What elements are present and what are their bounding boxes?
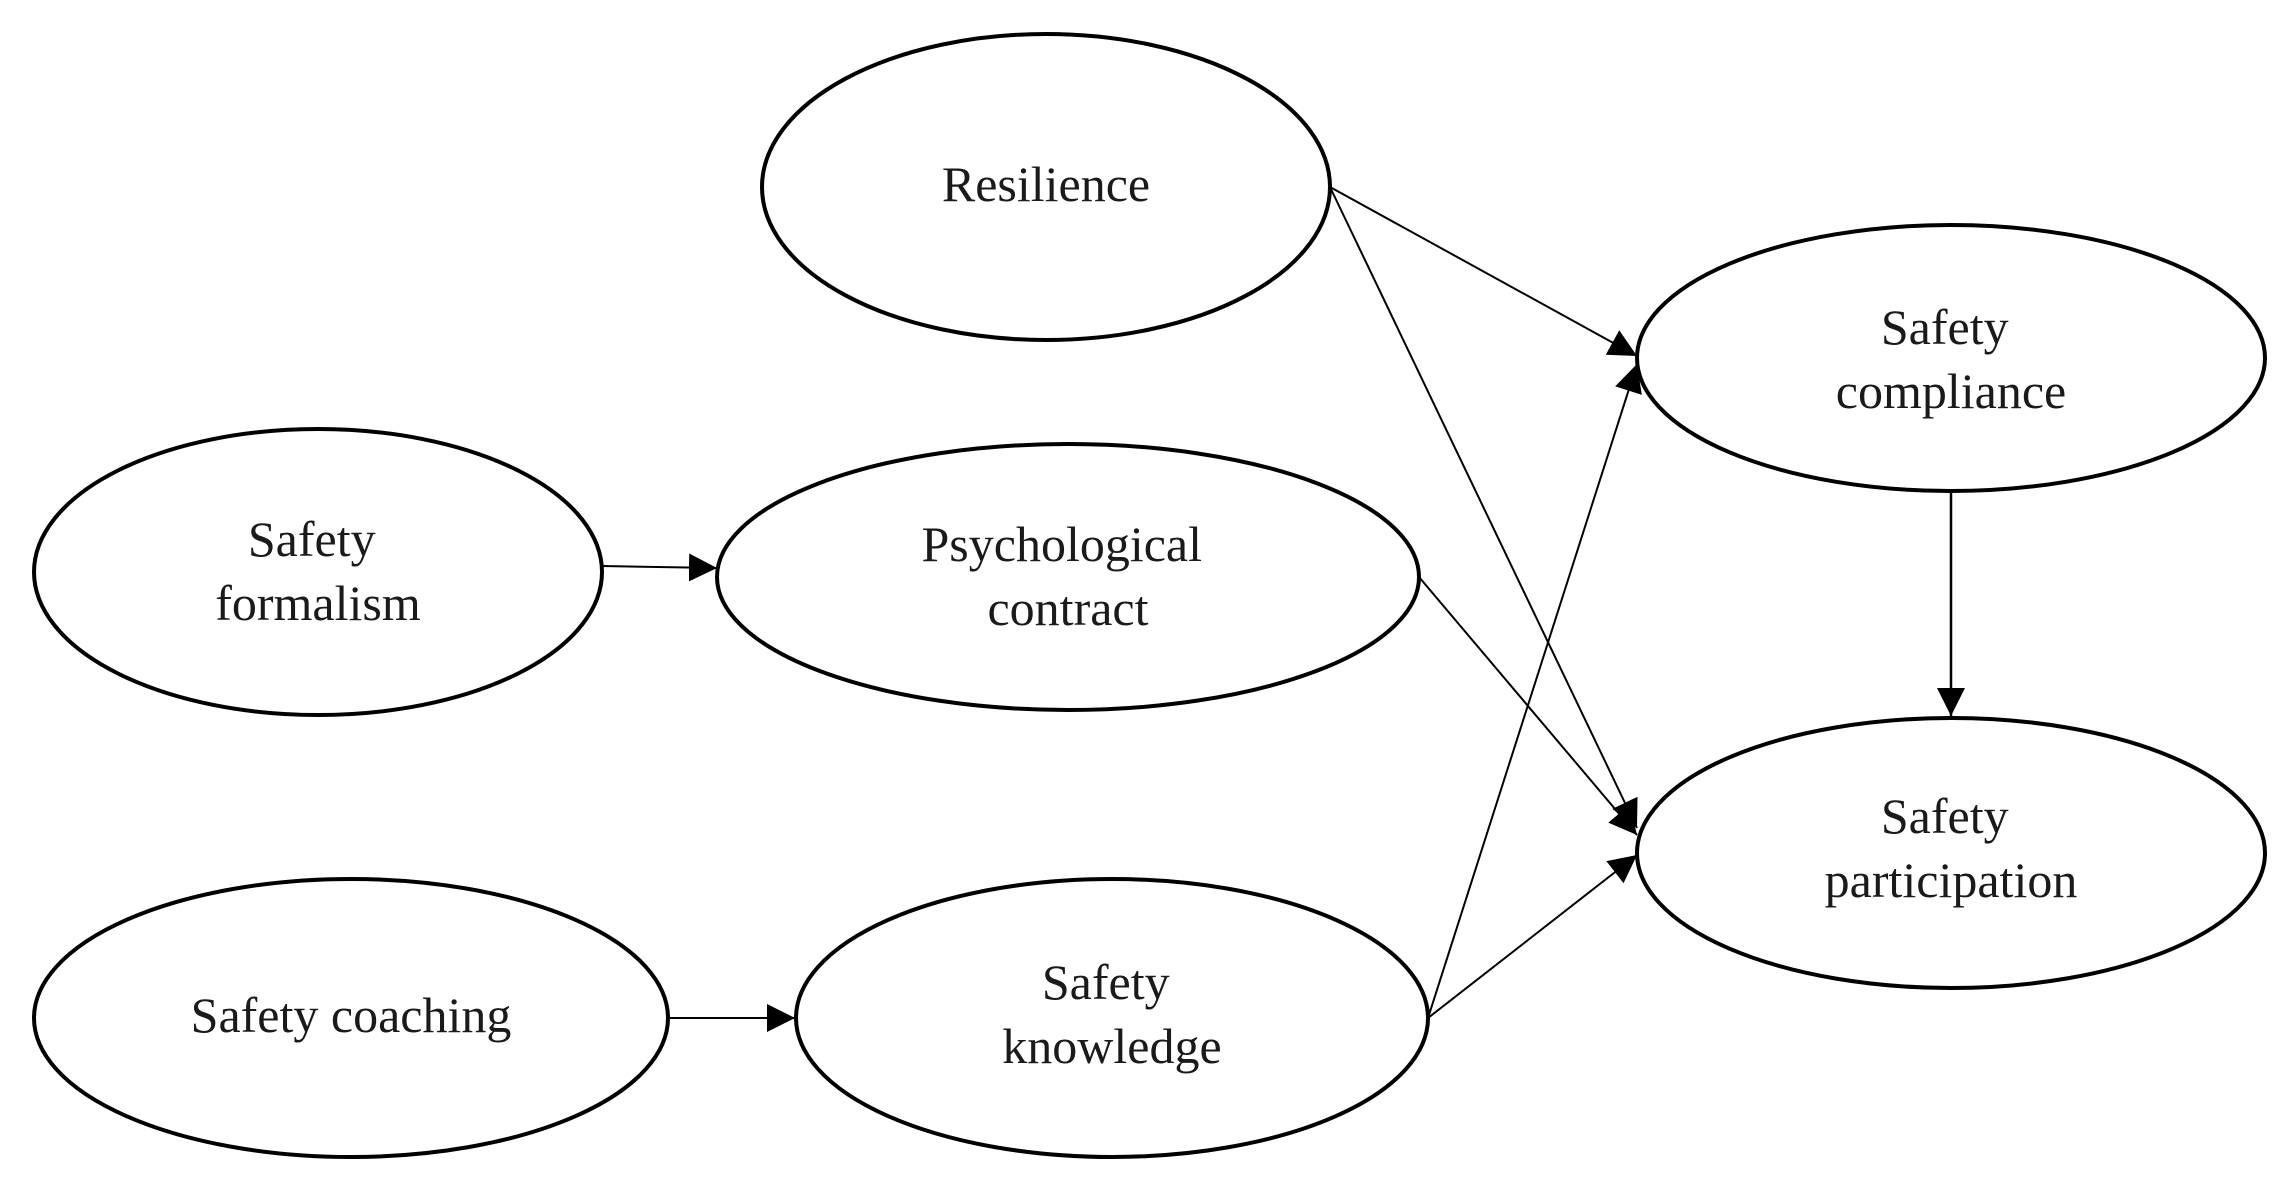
node-psychological-contract: Psychological contract [715,442,1421,712]
edges-group [601,186,1965,1032]
edge-safety-formalism-to-psychological-contract [601,553,718,582]
node-safety-knowledge-label: Safety knowledge [1002,954,1221,1074]
node-safety-participation-label: Safety participation [1825,788,2078,908]
node-safety-coaching: Safety coaching [32,877,670,1159]
edge-safety-knowledge-to-safety-participation [1427,854,1638,1019]
edge-resilience-to-safety-participation [1329,186,1638,829]
node-resilience-label: Resilience [942,156,1150,212]
node-safety-formalism-label: Safety formalism [215,511,421,631]
node-psychological-contract-label: Psychological contract [921,516,1214,636]
node-safety-compliance-label: Safety compliance [1836,299,2066,419]
edge-safety-knowledge-to-safety-compliance [1427,363,1642,1019]
node-safety-participation: Safety participation [1635,716,2267,990]
node-safety-coaching-label: Safety coaching [191,987,512,1043]
node-safety-compliance: Safety compliance [1635,223,2267,493]
edge-resilience-to-safety-compliance [1329,186,1638,357]
node-safety-formalism: Safety formalism [32,427,604,717]
node-safety-knowledge: Safety knowledge [794,877,1430,1159]
node-resilience: Resilience [760,32,1332,342]
